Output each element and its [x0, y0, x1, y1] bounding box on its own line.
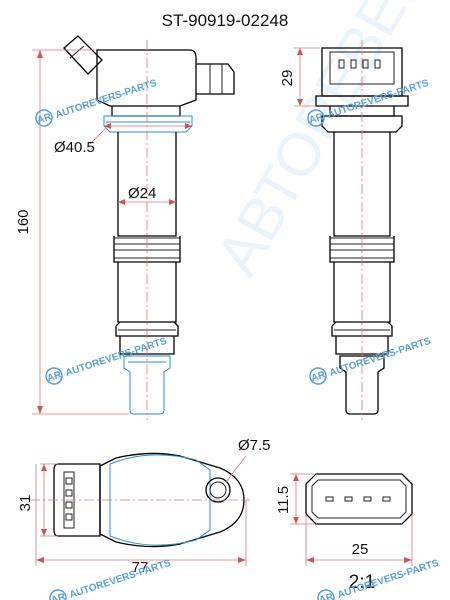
watermark-mid-right: AR AUTOREVERS-PARTS [309, 336, 432, 385]
connector-width-bottom-label: 25 [352, 541, 369, 558]
background-watermark: АВТОРЕВЕРС [203, 0, 450, 287]
coil-top-view [30, 452, 250, 548]
watermark-logo: AR [308, 111, 326, 126]
length-label: 160 [15, 209, 32, 234]
watermark-bottom-left: AR AUTOREVERS-PARTS [49, 558, 172, 600]
connector-height-bottom-label: 11.5 [275, 486, 292, 514]
body-diameter-label: Ø24 [128, 185, 156, 202]
dimension-connector-height-bottom: 11.5 [275, 473, 314, 525]
connector-face-view [305, 473, 413, 525]
dimension-hole-diameter: Ø7.5 [225, 437, 271, 483]
dimension-width-bottom: 77 [35, 464, 247, 576]
watermark-logo: AR [318, 591, 336, 600]
dimension-body-diameter: Ø24 [118, 185, 176, 205]
dimension-connector-width-bottom: 25 [305, 514, 413, 566]
dimension-height-bottom: 31 [17, 463, 58, 537]
dimension-connector-height: 29 [279, 47, 320, 107]
watermark-logo: AR [36, 111, 54, 126]
watermark-text: AUTOREVERS-PARTS [64, 336, 168, 379]
flange-diameter-label: Ø40.5 [54, 139, 95, 156]
watermark-logo: AR [310, 369, 328, 384]
dimension-flange-diameter: Ø40.5 [54, 123, 192, 156]
watermark-text: AUTOREVERS-PARTS [68, 558, 172, 600]
part-number-title: ST-90919-02248 [162, 11, 289, 30]
watermark-logo: AR [50, 591, 68, 600]
scale-label: 2:1 [349, 572, 375, 593]
watermark-text: AUTOREVERS-PARTS [328, 336, 432, 379]
svg-text:АВТОРЕВЕРС: АВТОРЕВЕРС [203, 0, 450, 287]
coil-side-view [63, 35, 235, 420]
watermark-bottom-right: AR AUTOREVERS-PARTS [317, 558, 440, 600]
connector-height-label: 29 [279, 70, 296, 87]
coil-front-view [315, 40, 409, 420]
width-bottom-label: 77 [132, 559, 149, 576]
watermark-text: AUTOREVERS-PARTS [54, 78, 158, 121]
watermark-logo: AR [46, 369, 64, 384]
hole-diameter-label: Ø7.5 [238, 437, 271, 454]
watermark-mid-left: AR AUTOREVERS-PARTS [45, 336, 168, 385]
watermark-top-left: AR AUTOREVERS-PARTS [35, 78, 158, 127]
height-bottom-label: 31 [17, 495, 34, 512]
